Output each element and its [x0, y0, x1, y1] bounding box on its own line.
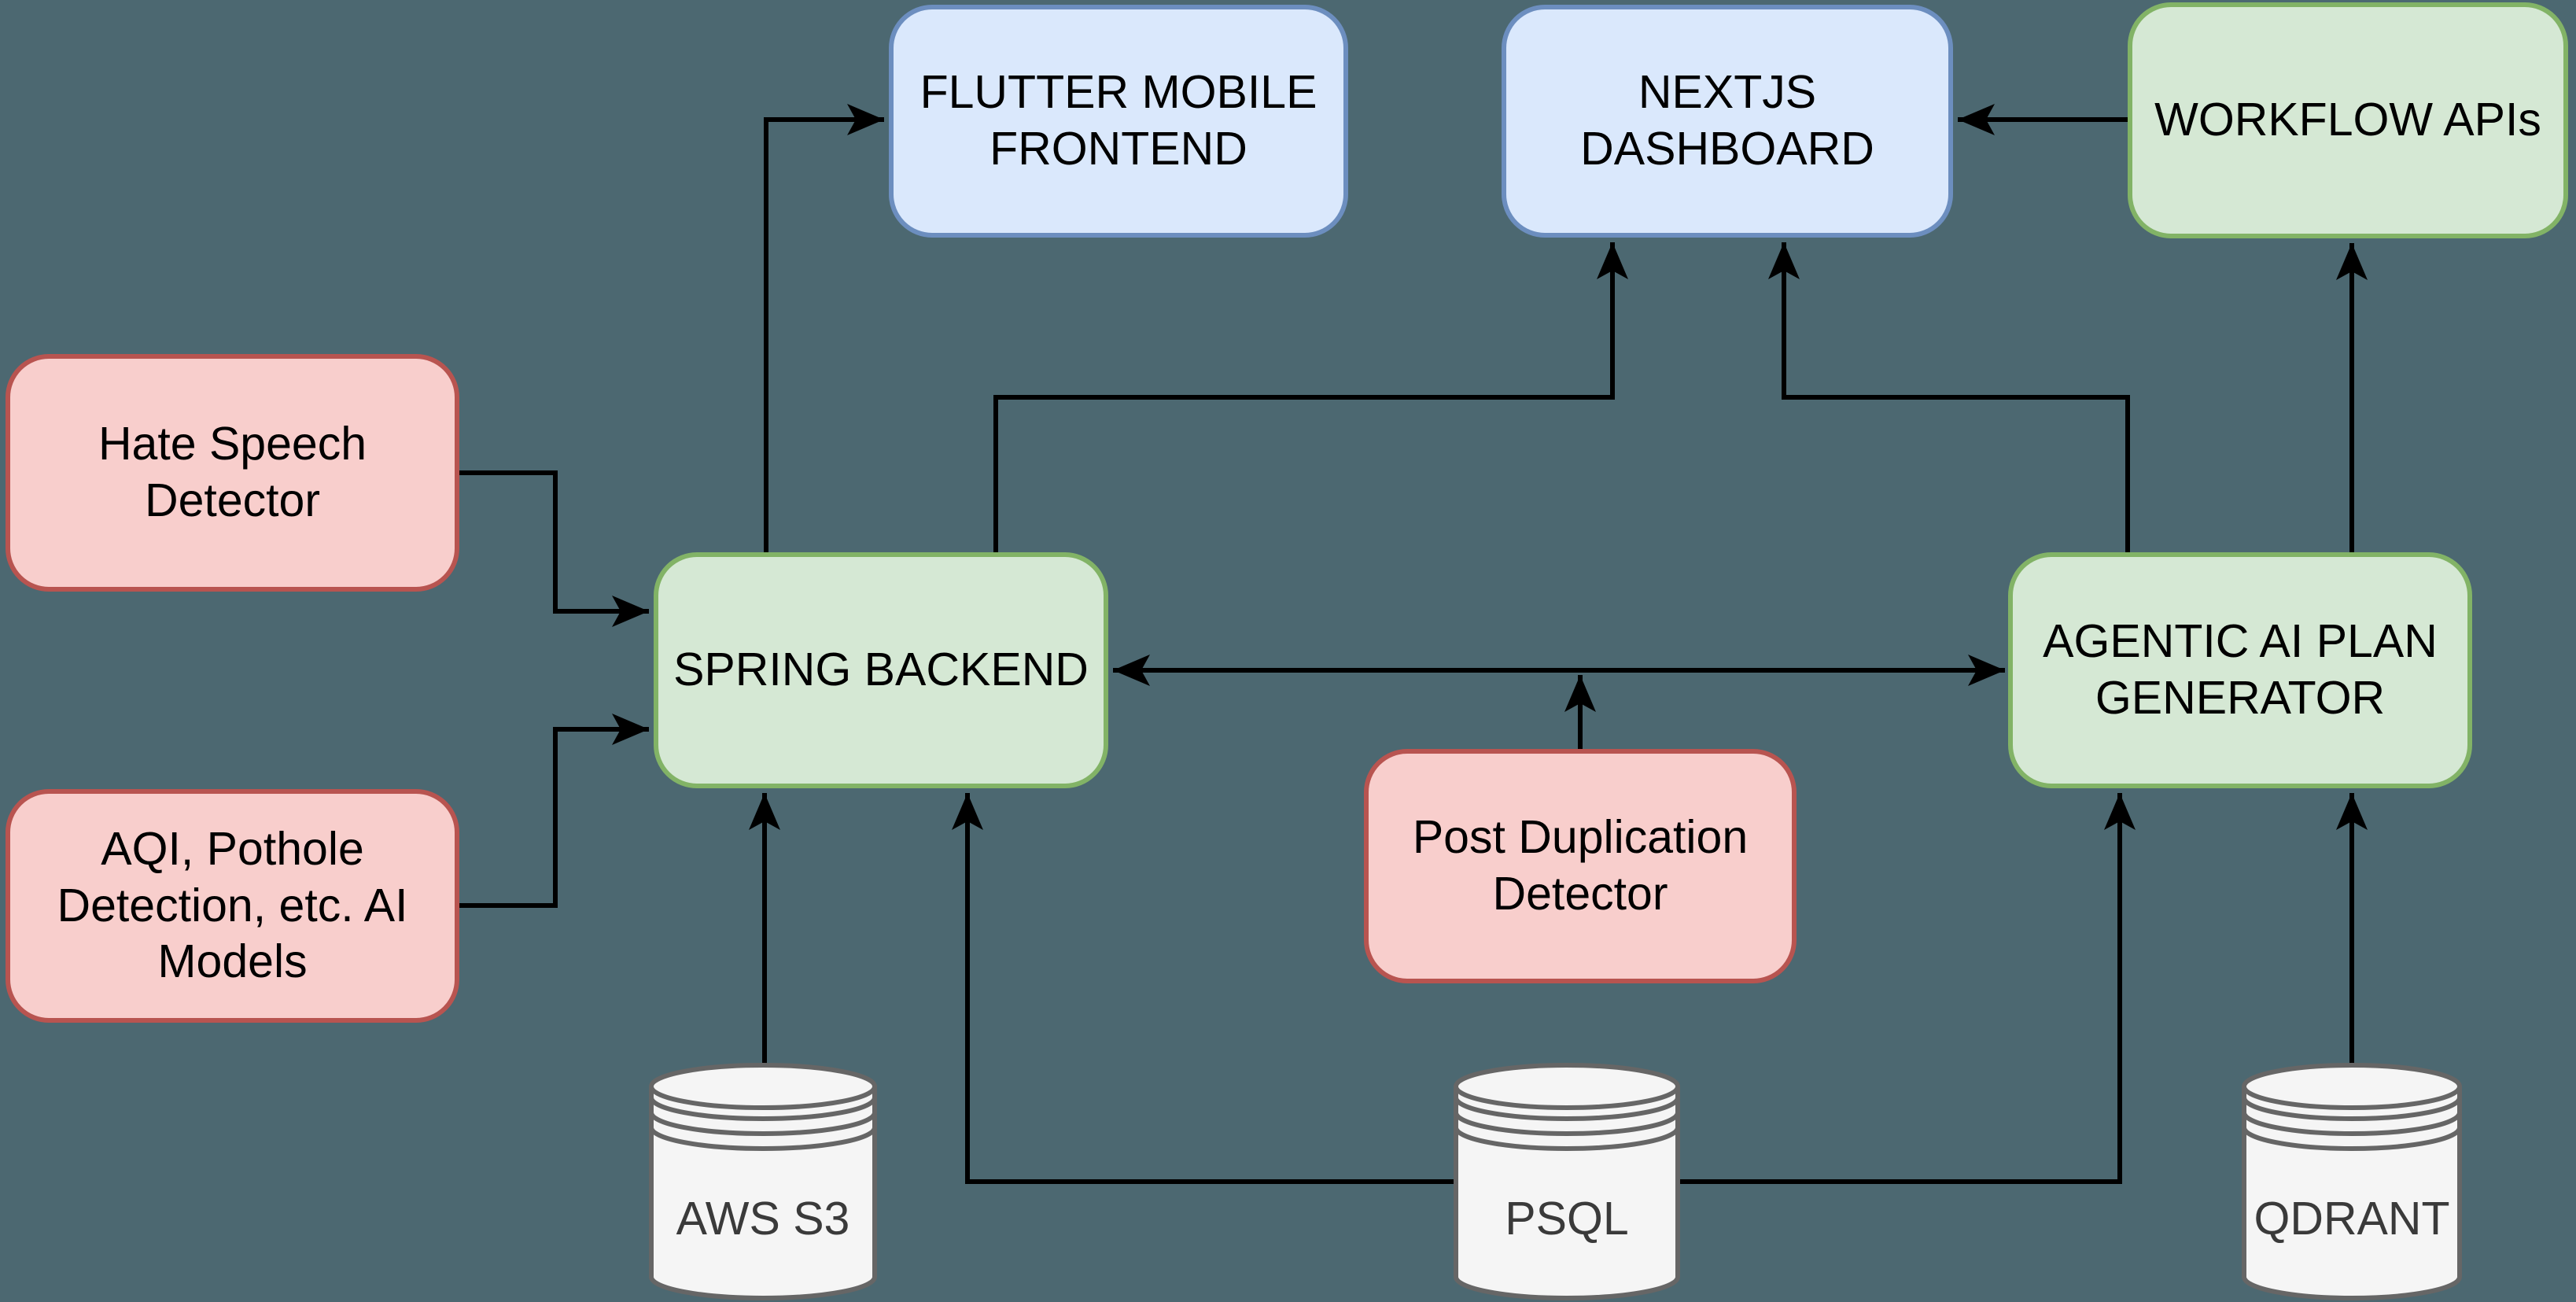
cylinder-ring	[2242, 1112, 2462, 1136]
node-post-duplication-detector-label: Post Duplication Detector	[1412, 811, 1749, 920]
cylinder-ring	[649, 1112, 877, 1136]
edge-agentic-to-nextjs	[1768, 242, 2130, 552]
cylinder-ring	[649, 1127, 877, 1151]
node-nextjs-dashboard-label: NEXTJS DASHBOARD	[1580, 66, 1874, 175]
node-hate-speech-detector[interactable]: Hate Speech Detector	[6, 354, 459, 592]
cylinder-ring	[649, 1097, 877, 1121]
edge-psql-to-spring	[952, 793, 1456, 1184]
node-psql-label: PSQL	[1505, 1193, 1629, 1245]
node-hate-speech-detector-label: Hate Speech Detector	[98, 418, 367, 526]
node-flutter-mobile-frontend[interactable]: FLUTTER MOBILE FRONTEND	[889, 5, 1348, 238]
edge-spring-to-nextjs	[993, 242, 1628, 552]
edge-hate-speech-to-spring	[459, 470, 649, 627]
edge-spring-to-flutter	[764, 104, 884, 552]
cylinder-ring	[2242, 1127, 2462, 1151]
cylinder-top	[649, 1063, 877, 1110]
cylinder-ring	[2242, 1097, 2462, 1121]
node-aws-s3-cylinder[interactable]	[649, 1063, 877, 1300]
cylinder-ring	[1454, 1127, 1680, 1151]
node-workflow-apis-label: WORKFLOW APIs	[2154, 94, 2541, 146]
cylinder-body	[2242, 1086, 2462, 1300]
cylinder-ring	[1454, 1097, 1680, 1121]
cylinder-body	[1454, 1086, 1680, 1300]
node-workflow-apis[interactable]: WORKFLOW APIs	[2128, 2, 2568, 238]
node-aqi-pothole-models-label: AQI, Pothole Detection, etc. AI Models	[57, 822, 408, 988]
cylinder-top	[1454, 1063, 1680, 1110]
edge-aqi-models-to-spring	[459, 714, 649, 908]
edge-psql-to-agentic	[1678, 793, 2136, 1184]
node-spring-backend[interactable]: SPRING BACKEND	[654, 552, 1108, 788]
node-psql-cylinder[interactable]	[1454, 1063, 1680, 1300]
cylinder-ring	[1454, 1112, 1680, 1136]
node-qdrant-label: QDRANT	[2254, 1193, 2450, 1245]
node-aws-s3-label: AWS S3	[676, 1193, 850, 1245]
node-agentic-ai-plan-generator[interactable]: AGENTIC AI PLAN GENERATOR	[2008, 552, 2472, 788]
cylinder-body	[649, 1086, 877, 1300]
node-aqi-pothole-models[interactable]: AQI, Pothole Detection, etc. AI Models	[6, 789, 459, 1023]
cylinder-top	[2242, 1063, 2462, 1110]
node-post-duplication-detector[interactable]: Post Duplication Detector	[1364, 749, 1797, 983]
node-qdrant-cylinder[interactable]	[2242, 1063, 2462, 1300]
node-nextjs-dashboard[interactable]: NEXTJS DASHBOARD	[1502, 5, 1953, 238]
node-flutter-mobile-frontend-label: FLUTTER MOBILE FRONTEND	[919, 66, 1317, 175]
node-agentic-ai-plan-generator-label: AGENTIC AI PLAN GENERATOR	[2043, 615, 2438, 724]
node-spring-backend-label: SPRING BACKEND	[673, 644, 1089, 696]
